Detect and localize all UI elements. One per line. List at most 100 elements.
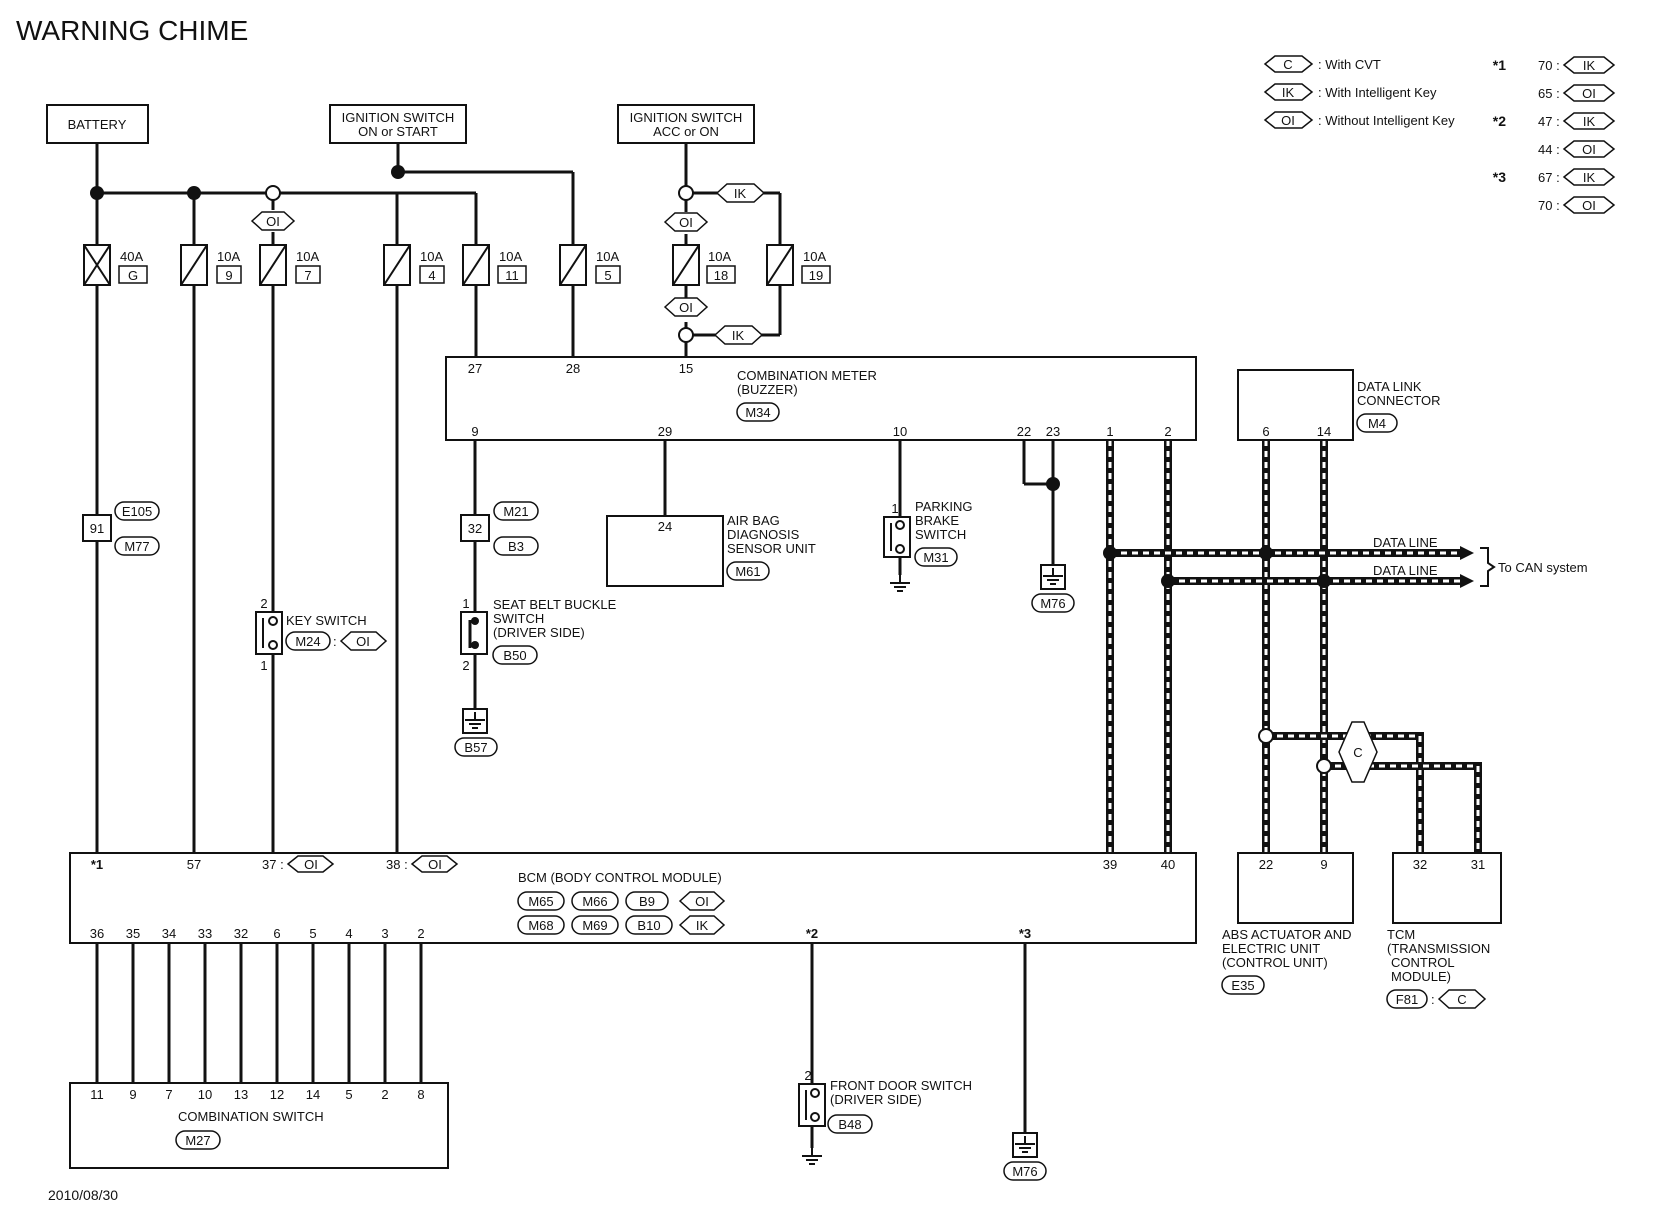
bcm-conn-m65: M65	[528, 894, 553, 909]
tcm-connector: F81	[1396, 992, 1418, 1007]
bcm-pin-4: 4	[345, 926, 352, 941]
bcm-pin-38: 38 :	[386, 857, 408, 872]
bcm-pin-5: 5	[309, 926, 316, 941]
ground-m76-label-2: M76	[1012, 1164, 1037, 1179]
note-code-1: IK	[1583, 58, 1596, 73]
fuse-18-amp: 10A	[708, 249, 731, 264]
cs-pin-7: 7	[165, 1087, 172, 1102]
key-switch-name: KEY SWITCH	[286, 613, 367, 628]
cs-pin-10: 10	[198, 1087, 212, 1102]
abs-connector: E35	[1231, 978, 1254, 993]
front-door-connector: B48	[838, 1117, 861, 1132]
key-switch: 2 1 KEY SWITCH M24 : OI	[255, 596, 388, 673]
legend: C : With CVT IK : With Intelligent Key O…	[1263, 55, 1616, 214]
abs-actuator: 22 9 ABS ACTUATOR AND ELECTRIC UNIT (CON…	[1221, 852, 1354, 995]
legend-notes: *1 70 : IK 65 : OI *2 47 : IK 44 : OI *3…	[1493, 56, 1616, 214]
combination-meter: 27 28 15 COMBINATION METER (BUZZER) M34 …	[445, 356, 1197, 441]
ground-m76-label-1: M76	[1040, 596, 1065, 611]
can-lines	[1106, 440, 1482, 853]
meter-pin-2: 2	[1164, 424, 1171, 439]
joint-m21-b3: 32 M21 B3	[460, 501, 539, 556]
legend-tag-c-code: C	[1283, 57, 1292, 72]
fuse-19: 10A 19	[766, 244, 831, 286]
cs-pin-14: 14	[306, 1087, 320, 1102]
seat-belt-ground: B57	[464, 740, 487, 755]
fuse-g: 40A G	[83, 244, 148, 286]
bcm-pin-36: 36	[90, 926, 104, 941]
data-link-connector: DATA LINK CONNECTOR M4 6 14	[1237, 369, 1441, 441]
tcm-pin-32: 32	[1413, 857, 1427, 872]
key-switch-tag-oi: OI	[356, 634, 370, 649]
tcm-name-line3: CONTROL	[1391, 955, 1455, 970]
meter-pin-10: 10	[893, 424, 907, 439]
cs-connector: M27	[185, 1133, 210, 1148]
bcm-pin-40: 40	[1161, 857, 1175, 872]
fuse-4-no: 4	[428, 268, 435, 283]
can-system-label: To CAN system	[1498, 560, 1588, 575]
fuse-18-no: 18	[714, 268, 728, 283]
bcm-pin-6: 6	[273, 926, 280, 941]
parking-brake-name-line3: SWITCH	[915, 527, 966, 542]
airbag-pin-24: 24	[658, 519, 672, 534]
seat-belt-pin-1: 1	[462, 596, 469, 611]
legend-tag-ik	[1263, 83, 1314, 101]
bcm-pin-star3: *3	[1019, 926, 1031, 941]
cs-pin-11: 11	[90, 1087, 104, 1102]
data-link-name-line2: CONNECTOR	[1357, 393, 1441, 408]
meter-name-line1: COMBINATION METER	[737, 368, 877, 383]
seat-belt-switch: 1 2 SEAT BELT BUCKLE SWITCH (DRIVER SIDE…	[454, 596, 617, 757]
legend-item-intelligent-key: : With Intelligent Key	[1318, 85, 1437, 100]
bcm-pin-35: 35	[126, 926, 140, 941]
fuse-5-no: 5	[604, 268, 611, 283]
bcm-row2-tag: IK	[696, 918, 709, 933]
tcm-pin-31: 31	[1471, 857, 1485, 872]
bcm-pin-2: 2	[417, 926, 424, 941]
front-door-name-line2: (DRIVER SIDE)	[830, 1092, 922, 1107]
tag-ik-meter15: IK	[732, 328, 745, 343]
cs-name: COMBINATION SWITCH	[178, 1109, 324, 1124]
fuse-9: 10A 9	[180, 244, 242, 286]
fuse-18: 10A 18	[672, 244, 736, 286]
fuse-7-no: 7	[304, 268, 311, 283]
note-star-2: *2	[1493, 113, 1506, 129]
note-pin-1: 70 :	[1538, 58, 1560, 73]
note-pin-4: 44 :	[1538, 142, 1560, 157]
bcm-row1-tag: OI	[695, 894, 709, 909]
tag-c-can	[1338, 721, 1378, 783]
tag-c-can-code: C	[1353, 745, 1362, 760]
battery-label: BATTERY	[68, 117, 127, 132]
abs-name-line2: ELECTRIC UNIT	[1222, 941, 1320, 956]
joint-2-c2: B3	[508, 539, 524, 554]
tag-oi-fuse18-top: OI	[679, 215, 693, 230]
bcm-pin-37-tag: OI	[304, 857, 318, 872]
bcm-name: BCM (BODY CONTROL MODULE)	[518, 870, 722, 885]
legend-tag-c	[1263, 55, 1314, 73]
note-code-6: OI	[1582, 198, 1596, 213]
tag-ik-fuse19: IK	[734, 186, 747, 201]
bcm-pin-34: 34	[162, 926, 176, 941]
bcm-pin-39: 39	[1103, 857, 1117, 872]
fuse-19-amp: 10A	[803, 249, 826, 264]
key-switch-pin-2: 2	[260, 596, 267, 611]
tcm-name-line2: (TRANSMISSION	[1387, 941, 1490, 956]
parking-brake-connector: M31	[923, 550, 948, 565]
splices	[90, 165, 1332, 774]
joint-1-c2: M77	[124, 539, 149, 554]
data-line-label-1: DATA LINE	[1373, 535, 1438, 550]
note-star-3: *3	[1493, 169, 1506, 185]
tag-oi-fuse7: OI	[266, 214, 280, 229]
tag-oi-fuse18-bottom: OI	[679, 300, 693, 315]
bcm-pin-37: 37 :	[262, 857, 284, 872]
tcm-name-line1: TCM	[1387, 927, 1415, 942]
front-door-pin-2: 2	[804, 1068, 811, 1083]
ground-m76-meter: M76	[1031, 564, 1075, 613]
data-line-label-2: DATA LINE	[1373, 563, 1438, 578]
fuse-7-amp: 10A	[296, 249, 319, 264]
abs-name-line1: ABS ACTUATOR AND	[1222, 927, 1352, 942]
bcm: *1 57 37 : OI 38 : OI 39 40 BCM (BODY CO…	[69, 852, 1197, 944]
joint-e105-m77: 91 E105 M77	[82, 501, 160, 556]
key-switch-connector: M24	[295, 634, 320, 649]
data-link-name-line1: DATA LINK	[1357, 379, 1422, 394]
legend-tag-oi	[1263, 111, 1314, 129]
